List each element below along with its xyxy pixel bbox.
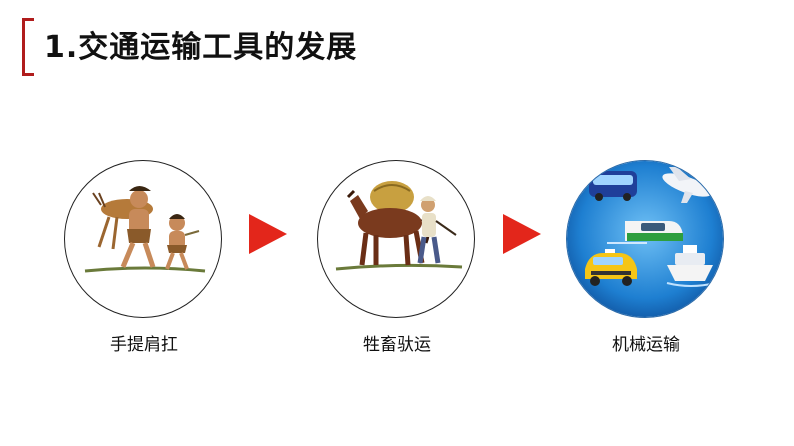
mechanical-transport-illustration — [566, 160, 724, 318]
horse-with-load-icon — [335, 181, 463, 271]
stage-animal-carry — [317, 160, 477, 320]
animal-carry-illustration — [317, 160, 475, 318]
taxi-icon — [585, 249, 637, 286]
stage-hand-carry — [64, 160, 224, 320]
arrow-right-icon — [249, 214, 287, 254]
title-bracket-decoration — [22, 18, 34, 76]
bus-icon — [589, 171, 637, 201]
vehicles-icon — [567, 161, 723, 317]
stage-label-mechanical-transport: 机械运输 — [612, 335, 680, 355]
stage-label-hand-carry: 手提肩扛 — [110, 335, 178, 355]
stage-mechanical-transport — [566, 160, 726, 320]
arrow-right-icon — [503, 214, 541, 254]
people-carrying-deer-icon — [84, 186, 206, 273]
airplane-icon — [662, 167, 712, 203]
train-icon — [607, 221, 683, 244]
ship-icon — [666, 245, 716, 287]
hand-carry-illustration — [64, 160, 222, 318]
page-title: 1.交通运输工具的发展 — [44, 30, 358, 65]
stage-label-animal-carry: 牲畜驮运 — [363, 335, 431, 355]
